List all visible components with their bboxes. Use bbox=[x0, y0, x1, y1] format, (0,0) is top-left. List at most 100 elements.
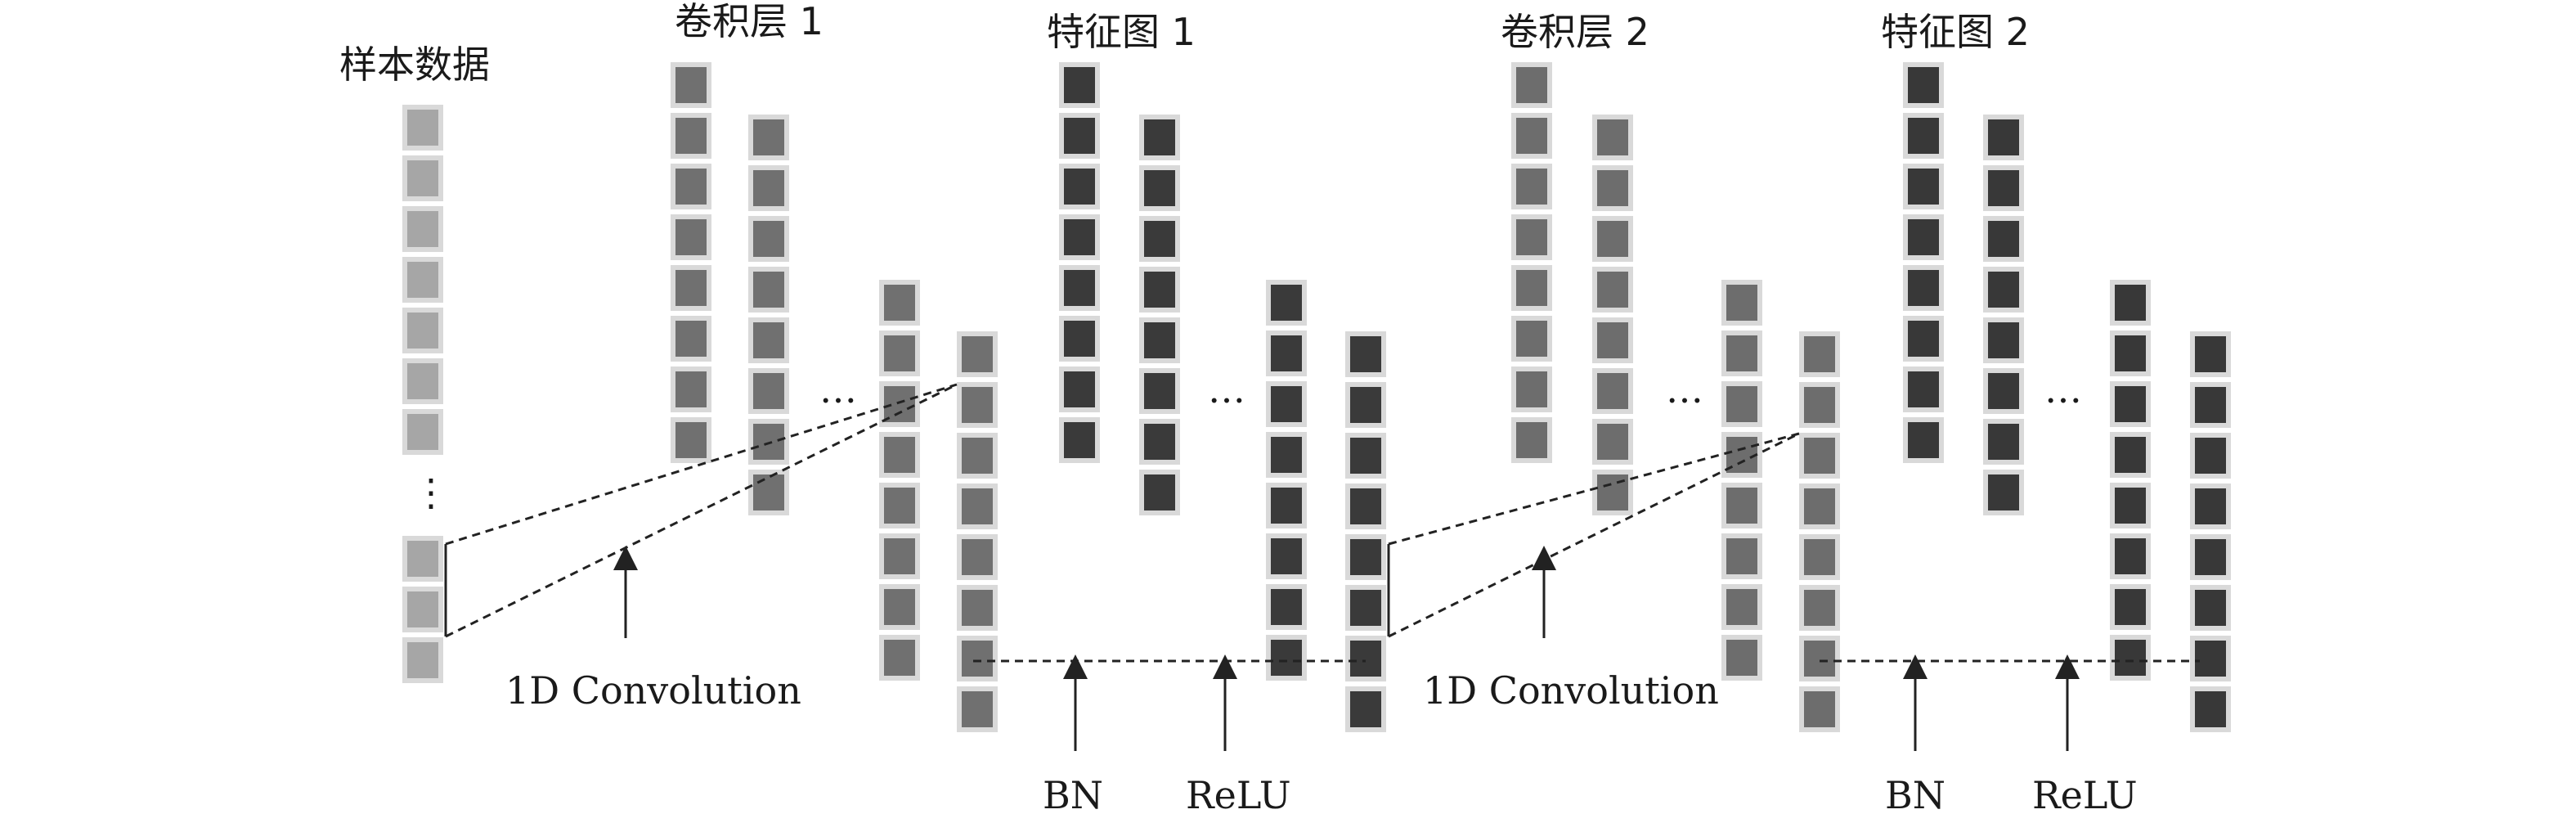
cell bbox=[962, 691, 993, 727]
cell bbox=[2115, 285, 2146, 321]
cell bbox=[1804, 438, 1835, 474]
cell-columns bbox=[402, 62, 2231, 732]
cell bbox=[1988, 170, 2019, 206]
cell bbox=[1726, 538, 1757, 574]
cell bbox=[1064, 321, 1095, 357]
cell bbox=[1516, 169, 1547, 205]
label-conv-layer-2: 卷积层 2 bbox=[1501, 10, 1649, 54]
cell bbox=[1804, 590, 1835, 626]
label-relu-2: ReLU bbox=[2032, 773, 2138, 817]
vertical-ellipsis: ⋮ bbox=[412, 470, 450, 515]
cell bbox=[1908, 169, 1939, 205]
cell bbox=[407, 363, 438, 399]
cell bbox=[407, 642, 438, 678]
feat1-col-d bbox=[1345, 331, 1386, 732]
cell bbox=[1804, 488, 1835, 524]
conv2-col-a bbox=[1511, 62, 1552, 463]
cell bbox=[884, 335, 915, 371]
cell bbox=[1908, 422, 1939, 458]
cell bbox=[753, 170, 784, 206]
cell bbox=[407, 110, 438, 146]
cell bbox=[2195, 336, 2226, 372]
cell bbox=[2195, 438, 2226, 474]
cell bbox=[1597, 322, 1628, 358]
cell bbox=[1144, 170, 1175, 206]
cell bbox=[1726, 386, 1757, 422]
sample-col-top bbox=[402, 105, 443, 455]
cell bbox=[753, 322, 784, 358]
cell bbox=[1064, 422, 1095, 458]
cell bbox=[1597, 221, 1628, 257]
cell bbox=[2195, 488, 2226, 524]
cell bbox=[2115, 538, 2146, 574]
cell bbox=[884, 589, 915, 625]
cell bbox=[1597, 272, 1628, 308]
dashed-link-1b bbox=[445, 383, 958, 638]
cell bbox=[1988, 424, 2019, 460]
feat1-col-b bbox=[1139, 115, 1180, 515]
feat2-col-c bbox=[2110, 280, 2151, 681]
cell bbox=[1597, 424, 1628, 460]
cell bbox=[1350, 438, 1381, 474]
cell bbox=[1516, 270, 1547, 306]
cell bbox=[1144, 474, 1175, 510]
feat1-col-a bbox=[1059, 62, 1100, 463]
cell bbox=[1726, 589, 1757, 625]
cell bbox=[1271, 538, 1302, 574]
cell bbox=[1144, 272, 1175, 308]
dashed-link-1a bbox=[445, 383, 958, 546]
cell bbox=[1516, 321, 1547, 357]
cell bbox=[753, 424, 784, 460]
cell bbox=[2195, 539, 2226, 575]
cell bbox=[1908, 270, 1939, 306]
label-1d-convolution-2: 1D Convolution bbox=[1423, 668, 1719, 713]
cell bbox=[1271, 285, 1302, 321]
cell bbox=[1064, 118, 1095, 154]
arrows bbox=[613, 546, 2080, 751]
cell bbox=[1350, 590, 1381, 626]
cell bbox=[1350, 539, 1381, 575]
cell bbox=[1516, 67, 1547, 103]
cell bbox=[1144, 424, 1175, 460]
cell bbox=[884, 640, 915, 676]
cell bbox=[2195, 590, 2226, 626]
cell bbox=[1271, 488, 1302, 524]
cell bbox=[1988, 272, 2019, 308]
cell bbox=[1271, 589, 1302, 625]
cell bbox=[2115, 437, 2146, 473]
ellipsis-2: … bbox=[1208, 367, 1245, 412]
cell bbox=[1144, 221, 1175, 257]
conv2-col-c bbox=[1721, 280, 1762, 681]
cell bbox=[1908, 118, 1939, 154]
cell bbox=[675, 118, 707, 154]
cell bbox=[1144, 322, 1175, 358]
cell bbox=[1144, 119, 1175, 155]
cell bbox=[2195, 691, 2226, 727]
cell bbox=[1726, 285, 1757, 321]
cell bbox=[1516, 219, 1547, 255]
cell bbox=[962, 641, 993, 677]
cell bbox=[1144, 373, 1175, 409]
label-feature-map-1: 特征图 1 bbox=[1047, 10, 1196, 54]
cell bbox=[1516, 422, 1547, 458]
cell bbox=[962, 488, 993, 524]
feat2-col-a bbox=[1903, 62, 1944, 463]
cell bbox=[1804, 387, 1835, 423]
cell bbox=[962, 336, 993, 372]
cell bbox=[407, 211, 438, 247]
cell bbox=[675, 270, 707, 306]
cell bbox=[1908, 371, 1939, 407]
cell bbox=[1804, 539, 1835, 575]
cell bbox=[1350, 641, 1381, 677]
cell bbox=[962, 590, 993, 626]
cell bbox=[1988, 119, 2019, 155]
cell bbox=[2195, 387, 2226, 423]
conv1-col-b bbox=[748, 115, 789, 515]
cell bbox=[675, 169, 707, 205]
cell bbox=[407, 262, 438, 298]
cell bbox=[2195, 641, 2226, 677]
cell bbox=[1908, 321, 1939, 357]
sample-col-bottom bbox=[402, 536, 443, 683]
label-conv-layer-1: 卷积层 1 bbox=[675, 0, 824, 43]
ellipsis-3: … bbox=[1666, 367, 1703, 412]
